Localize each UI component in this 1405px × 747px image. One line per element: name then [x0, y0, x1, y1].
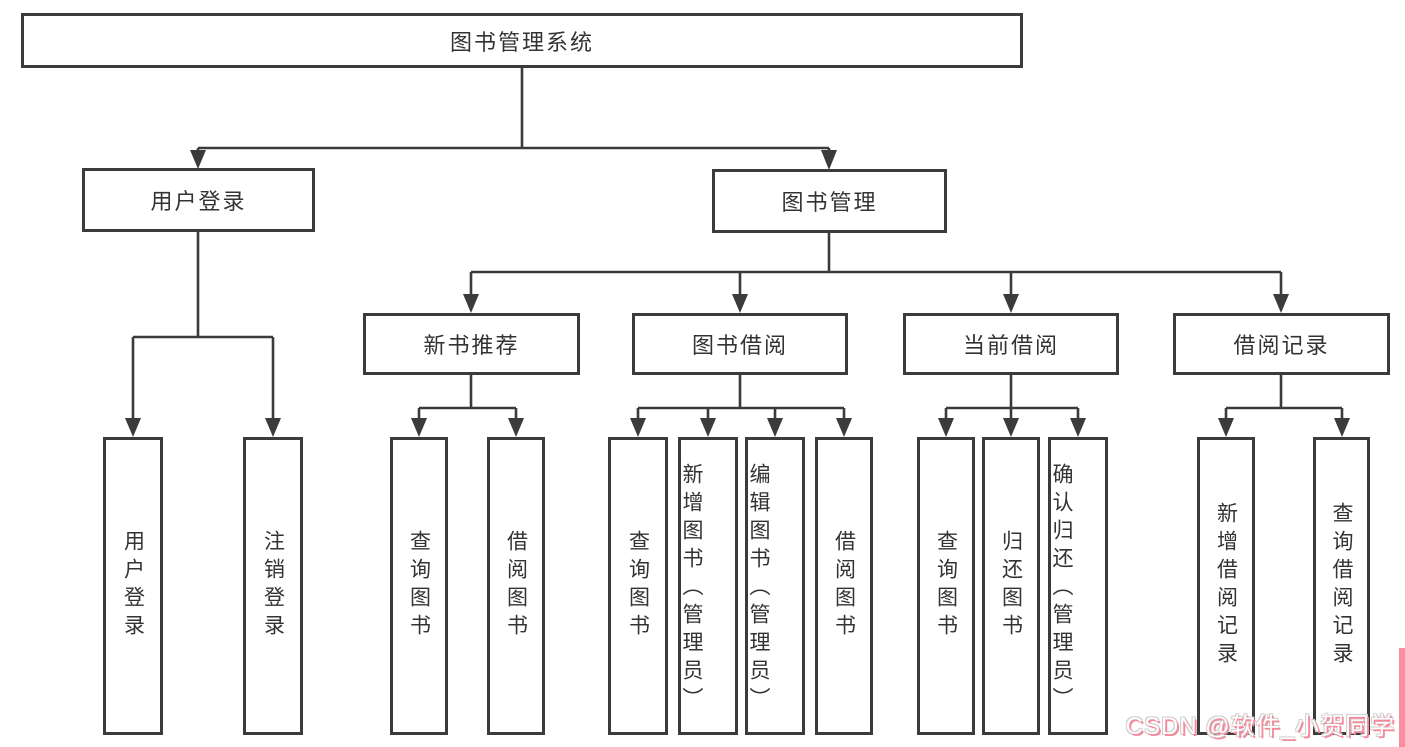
leaf-bb-edit-books-admin-label: 编辑图书（管理员） — [747, 463, 770, 715]
node-current-borrow: 当前借阅 — [903, 313, 1119, 375]
leaf-br-query-record: 查询借阅记录 — [1313, 437, 1370, 735]
leaf-logout-login: 注销登录 — [243, 437, 303, 735]
leaf-nbr-borrow-books: 借阅图书 — [487, 437, 545, 735]
leaf-logout-login-label: 注销登录 — [261, 530, 285, 642]
leaf-cb-return-books: 归还图书 — [982, 437, 1040, 735]
node-borrow-records: 借阅记录 — [1173, 313, 1390, 375]
node-user-login: 用户登录 — [82, 168, 315, 232]
leaf-br-query-record-label: 查询借阅记录 — [1330, 502, 1353, 670]
leaf-bb-edit-books-admin: 编辑图书（管理员） — [745, 437, 805, 735]
leaf-cb-confirm-return-admin-label: 确认归还（管理员） — [1050, 463, 1073, 715]
node-user-login-label: 用户登录 — [150, 189, 247, 214]
leaf-cb-confirm-return-admin: 确认归还（管理员） — [1048, 437, 1108, 735]
node-root-label: 图书管理系统 — [449, 29, 594, 55]
leaf-nbr-borrow-books-label: 借阅图书 — [504, 530, 528, 642]
leaf-nbr-query-books-label: 查询图书 — [407, 530, 431, 642]
node-current-borrow-label: 当前借阅 — [962, 333, 1059, 358]
leaf-bb-add-books-admin-label: 新增图书（管理员） — [680, 463, 703, 715]
leaf-br-add-record: 新增借阅记录 — [1197, 437, 1255, 735]
leaf-nbr-query-books: 查询图书 — [390, 437, 448, 735]
leaf-cb-query-books-label: 查询图书 — [934, 530, 958, 642]
csdn-watermark: CSDN @软件_小贺同学 — [1125, 713, 1395, 740]
node-new-book-recommend-label: 新书推荐 — [423, 333, 520, 358]
leaf-user-login: 用户登录 — [103, 437, 163, 735]
node-book-borrow: 图书借阅 — [632, 313, 848, 375]
leaf-bb-query-books: 查询图书 — [608, 437, 668, 735]
leaf-bb-borrow-books: 借阅图书 — [815, 437, 873, 735]
node-root-system: 图书管理系统 — [21, 13, 1023, 68]
node-book-borrow-label: 图书借阅 — [691, 333, 788, 358]
leaf-bb-borrow-books-label: 借阅图书 — [832, 530, 856, 642]
leaf-br-add-record-label: 新增借阅记录 — [1214, 502, 1238, 670]
node-new-book-recommend: 新书推荐 — [363, 313, 580, 375]
node-borrow-records-label: 借阅记录 — [1233, 333, 1330, 358]
leaf-user-login-label: 用户登录 — [121, 530, 145, 642]
leaf-bb-query-books-label: 查询图书 — [626, 530, 650, 642]
node-book-management-label: 图书管理 — [781, 190, 878, 215]
leaf-cb-query-books: 查询图书 — [917, 437, 975, 735]
node-book-management: 图书管理 — [712, 169, 947, 233]
leaf-bb-add-books-admin: 新增图书（管理员） — [678, 437, 738, 735]
watermark-edge-strip — [1399, 648, 1405, 747]
leaf-cb-return-books-label: 归还图书 — [999, 530, 1023, 642]
